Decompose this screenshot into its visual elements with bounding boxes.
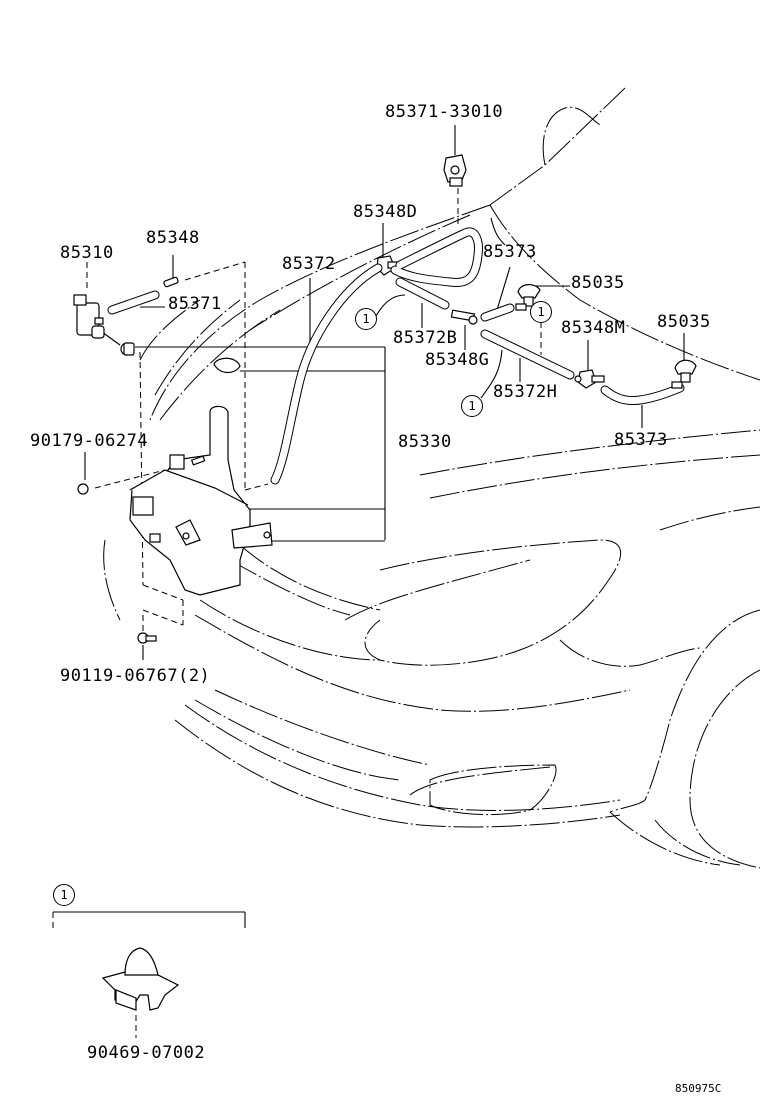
clip-90469-07002 [101, 947, 180, 1011]
hood-edge [149, 204, 491, 421]
label-85348M[interactable]: 85348M [561, 318, 626, 338]
callout-1-b: 1 [530, 301, 552, 323]
bumper-corner [609, 811, 721, 866]
washer-tank-85330 [129, 405, 273, 596]
label-85372H[interactable]: 85372H [493, 382, 558, 402]
label-85372B[interactable]: 85372B [393, 328, 458, 348]
left-panel-curve [103, 539, 121, 621]
label-85373-lower[interactable]: 85373 [614, 430, 668, 450]
bumper-line-2 [194, 614, 631, 712]
bumper-line-4 [194, 699, 401, 781]
nut-90179-06274 [77, 483, 89, 495]
radiator-support-line [239, 544, 381, 611]
hood-left-2 [154, 299, 241, 396]
radiator-support-line-2 [229, 559, 351, 616]
callout-1-a: 1 [355, 308, 377, 330]
car-body-outline [103, 87, 760, 869]
hood-left-3 [159, 309, 281, 421]
label-85372[interactable]: 85372 [282, 254, 336, 274]
callout-1-c: 1 [461, 395, 483, 417]
hood-front-edge [419, 429, 760, 476]
cowl-bump [542, 106, 601, 166]
wheel-arch-inner [689, 669, 760, 869]
joint-85348M [574, 369, 605, 389]
bumper-line-6 [174, 719, 621, 828]
label-85310[interactable]: 85310 [60, 243, 114, 263]
hood-front-edge-2 [429, 454, 760, 499]
hose-85372 [270, 263, 383, 485]
label-85371[interactable]: 85371 [168, 294, 222, 314]
label-85371-33010[interactable]: 85371-33010 [385, 102, 504, 122]
hood-front-edge-3 [659, 506, 760, 531]
hood-left-1 [139, 299, 201, 361]
grommet [120, 342, 135, 356]
headlight-lower [559, 639, 701, 667]
label-90119-06767[interactable]: 90119-06767(2) [60, 666, 211, 686]
callout-1-inset: 1 [53, 884, 75, 906]
joint-85348G [450, 309, 478, 325]
headlight-upper [344, 559, 531, 621]
nozzle-85035-left [515, 284, 541, 311]
parts [73, 154, 697, 1011]
label-85373-upper[interactable]: 85373 [483, 242, 537, 262]
bumper-corner-2 [654, 819, 741, 866]
label-85035-left[interactable]: 85035 [571, 273, 625, 293]
bolt-90119-06767 [137, 632, 157, 644]
nozzle-85035-right [671, 359, 697, 389]
label-85348G[interactable]: 85348G [425, 350, 490, 370]
wheel-arch-outer [609, 609, 760, 813]
bumper-line-1 [199, 599, 381, 661]
bumper-line-3 [214, 689, 431, 766]
windshield-line [489, 87, 626, 206]
bumper-line-5 [184, 704, 621, 811]
fog-light [429, 764, 557, 816]
hood-crease [249, 214, 471, 331]
headlight [364, 539, 622, 666]
label-85330[interactable]: 85330 [398, 432, 452, 452]
fog-light-outer [409, 766, 551, 796]
leader-lines [52, 125, 685, 1038]
diagram-reference-code: 850975C [675, 1082, 722, 1095]
pump-85310 [73, 294, 105, 339]
label-85348[interactable]: 85348 [146, 228, 200, 248]
label-85035-right[interactable]: 85035 [657, 312, 711, 332]
joint-85348 [163, 276, 179, 288]
fender-top [489, 204, 760, 381]
tank-cap [213, 357, 241, 374]
label-90469-07002[interactable]: 90469-07002 [87, 1043, 206, 1063]
label-85348D[interactable]: 85348D [353, 202, 418, 222]
nozzle-85371-33010 [443, 154, 467, 187]
label-90179-06274[interactable]: 90179-06274 [30, 431, 149, 451]
